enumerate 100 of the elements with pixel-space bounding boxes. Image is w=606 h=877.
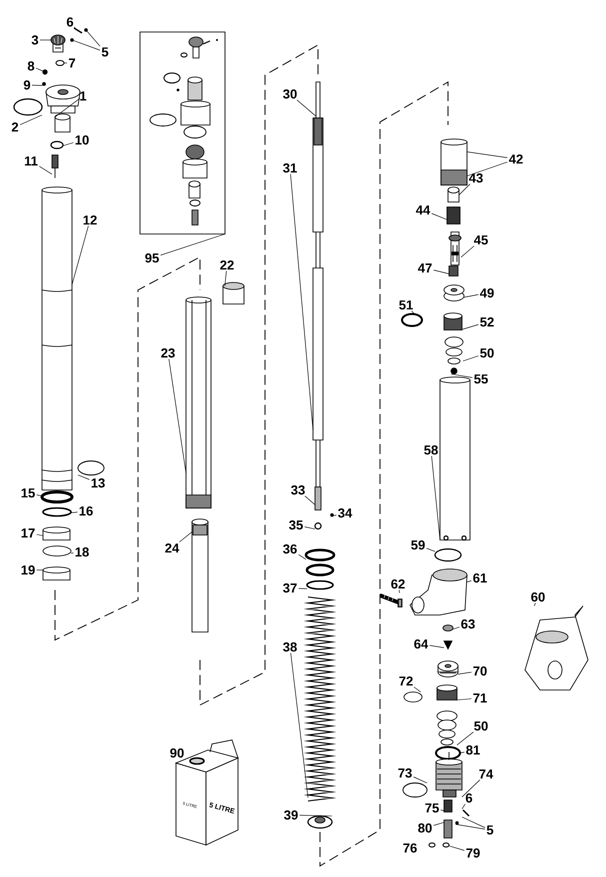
part-drawing [455, 821, 459, 825]
part-drawing [442, 624, 454, 632]
part-drawing [222, 282, 244, 304]
leader-line [78, 98, 80, 100]
part-drawing [42, 507, 72, 517]
leader-line [452, 626, 460, 630]
leader-line [333, 514, 337, 516]
callout-number: 8 [28, 61, 34, 71]
callout-number: 42 [508, 154, 523, 164]
part-drawing [314, 486, 322, 510]
callout-number: 73 [398, 768, 412, 778]
callout-number: 24 [165, 543, 180, 553]
leader-line [431, 213, 448, 220]
callout-number: 33 [291, 485, 305, 495]
part-drawing [304, 548, 336, 562]
part-drawing [50, 34, 66, 52]
leader-line [466, 162, 508, 176]
part-drawing [444, 312, 462, 330]
part-drawing [78, 460, 104, 476]
part-drawing [42, 526, 70, 540]
part-drawing [436, 752, 462, 798]
leader-line [290, 652, 308, 798]
part-drawing [401, 313, 423, 327]
callout-number: 81 [466, 745, 480, 755]
part-drawing [50, 140, 64, 150]
part-drawing [444, 800, 452, 812]
part-drawing [186, 296, 212, 508]
part-drawing [42, 546, 72, 556]
leader-line [32, 84, 43, 86]
leader-line [290, 174, 314, 430]
callout-number: 49 [480, 288, 494, 298]
leader-line [36, 534, 44, 536]
leader-line [73, 40, 100, 50]
part-drawing [192, 518, 208, 632]
callout-number: 61 [473, 573, 487, 583]
part-drawing [410, 568, 468, 616]
leader-line [456, 732, 474, 746]
leader-line [462, 324, 479, 330]
callout-number: 7 [68, 58, 76, 68]
callout-number: 58 [424, 445, 438, 455]
part-drawing [402, 782, 428, 798]
leader-line [304, 496, 316, 506]
callout-number: 43 [468, 173, 483, 183]
callout-number: 37 [283, 583, 297, 593]
leader-line [426, 548, 436, 552]
callout-number: 59 [411, 540, 425, 550]
callout-number: 71 [473, 694, 487, 702]
leader-line [64, 62, 68, 64]
callout-number: 18 [76, 547, 89, 557]
callout-number: 1 [80, 92, 86, 100]
part-drawing [46, 84, 80, 114]
leader-line [62, 142, 74, 146]
leader-line [298, 554, 306, 560]
callout-number: 5 [486, 825, 494, 835]
callout-number: 44 [416, 206, 430, 214]
part-drawing [448, 232, 462, 266]
leader-line [414, 686, 421, 692]
leader-line [20, 114, 42, 126]
callout-number: 90 [170, 748, 184, 758]
part-drawing [434, 548, 462, 562]
callout-number: 64 [414, 639, 428, 649]
leader-line [460, 246, 474, 258]
callout-number: 6 [66, 17, 74, 27]
leader-line [413, 776, 428, 784]
leader-line [78, 474, 90, 480]
part-drawing [438, 660, 458, 678]
callout-number: 35 [289, 520, 303, 530]
callout-number: 50 [480, 348, 494, 358]
part-drawing [42, 186, 72, 490]
callout-number: 16 [80, 506, 93, 516]
callout-number: 15 [22, 488, 35, 498]
callout-number: 52 [480, 317, 494, 327]
callout-number: 36 [283, 544, 297, 554]
part-drawing [70, 38, 74, 42]
part-drawing [524, 606, 588, 690]
callout-number: 13 [92, 478, 105, 488]
leader-line [179, 532, 192, 542]
part-drawing [448, 266, 458, 276]
callout-number: 45 [474, 235, 488, 245]
callout-number: 12 [84, 215, 97, 225]
callout-number: 3 [32, 35, 38, 45]
leader-line [456, 698, 472, 700]
part-drawing [42, 69, 48, 75]
callout-number: 70 [473, 666, 487, 676]
callout-number: 19 [22, 565, 35, 575]
part-drawing [436, 710, 458, 746]
leader-line [462, 780, 480, 798]
callout-number: 95 [145, 253, 159, 263]
leader-line [36, 494, 42, 496]
leader-line [299, 814, 332, 816]
leader-line [296, 100, 316, 117]
leader-line [464, 294, 479, 298]
leader-line [86, 31, 100, 46]
leader-line [431, 456, 440, 540]
callout-number: 2 [12, 122, 18, 132]
callout-number: 51 [399, 300, 413, 310]
callout-number: 55 [474, 374, 488, 384]
callout-number: 6 [466, 793, 472, 803]
leader-line [411, 310, 415, 314]
part-drawing [444, 820, 452, 838]
